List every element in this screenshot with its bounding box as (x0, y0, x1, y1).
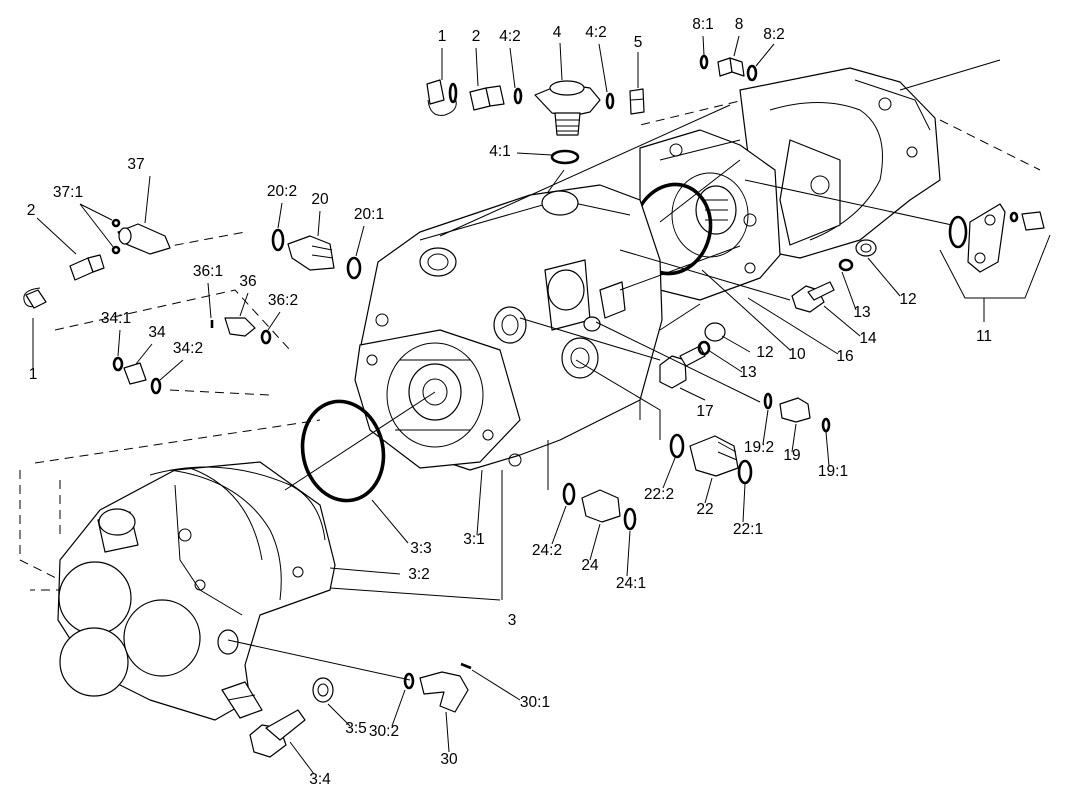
assembly-axes (227, 104, 953, 681)
part-label-l-82: 8:2 (763, 26, 785, 43)
part-label-l-10: 10 (788, 346, 806, 363)
part-label-l-33: 3:3 (410, 540, 432, 557)
part-label-l-12a: 12 (899, 291, 916, 308)
part-label-l-222: 22:2 (644, 486, 674, 503)
main-pump-body (354, 184, 663, 471)
part-label-l-302: 30:2 (369, 723, 399, 740)
left-fittings (23, 218, 171, 309)
part-label-l-301: 30:1 (520, 694, 550, 711)
top-fittings (426, 79, 645, 165)
part-label-l-31: 3:1 (463, 531, 485, 548)
part-label-l-241: 24:1 (616, 575, 646, 592)
part-label-l-30: 30 (440, 751, 458, 768)
part-label-l-362: 36:2 (268, 292, 298, 309)
part-label-l-19: 19 (783, 447, 800, 464)
part-label-l-1b: 1 (29, 366, 38, 383)
part-label-l-8: 8 (735, 16, 744, 33)
part-label-l-1a: 1 (438, 28, 447, 45)
part-label-l-2a: 2 (472, 28, 481, 45)
part-label-l-371: 37:1 (53, 184, 83, 201)
part-label-l-192: 19:2 (744, 439, 774, 456)
front-pump-body (57, 461, 336, 721)
part-label-l-191: 19:1 (818, 463, 848, 480)
rear-pump-section (739, 59, 1001, 259)
right-side-parts (562, 203, 1045, 531)
part-label-l-361: 36:1 (193, 263, 223, 280)
bottom-parts (249, 662, 472, 758)
part-label-l-221: 22:1 (733, 521, 763, 538)
part-label-l-16: 16 (836, 348, 853, 365)
part-label-l-5: 5 (634, 34, 643, 51)
fitting-8-group (699, 54, 758, 82)
part-label-l-12b: 12 (756, 344, 773, 361)
part-label-l-13b: 13 (739, 364, 756, 381)
part-label-l-201: 20:1 (354, 206, 384, 223)
o-ring-3-3 (300, 399, 386, 503)
part-label-l-32: 3:2 (408, 566, 430, 583)
part-label-l-42a: 4:2 (499, 28, 521, 45)
part-label-l-42b: 4:2 (585, 24, 607, 41)
part-label-l-35: 3:5 (345, 720, 367, 737)
part-label-l-242: 24:2 (532, 542, 562, 559)
part-label-l-34b: 3:4 (309, 771, 331, 788)
part-label-l-2b: 2 (27, 202, 36, 219)
part-label-l-34: 34 (148, 324, 166, 341)
part-label-l-41: 4:1 (489, 143, 511, 160)
part-label-l-341: 34:1 (101, 310, 131, 327)
part-label-l-81: 8:1 (692, 16, 714, 33)
part-label-l-202: 20:2 (267, 183, 297, 200)
part-label-l-22: 22 (696, 501, 713, 518)
part-label-l-37: 37 (127, 156, 144, 173)
part-label-l-36: 36 (239, 273, 256, 290)
part-label-l-13a: 13 (853, 304, 870, 321)
part-label-l-14: 14 (859, 330, 877, 347)
part-label-l-4: 4 (553, 24, 562, 41)
part-label-l-3: 3 (508, 612, 517, 629)
fitting-36-34-20 (112, 228, 362, 395)
part-label-l-17: 17 (696, 403, 713, 420)
part-label-l-11: 11 (976, 328, 992, 345)
part-label-l-342: 34:2 (173, 340, 203, 357)
leader-lines (32, 35, 1051, 775)
part-label-l-20: 20 (311, 191, 329, 208)
part-label-l-24: 24 (581, 557, 599, 574)
